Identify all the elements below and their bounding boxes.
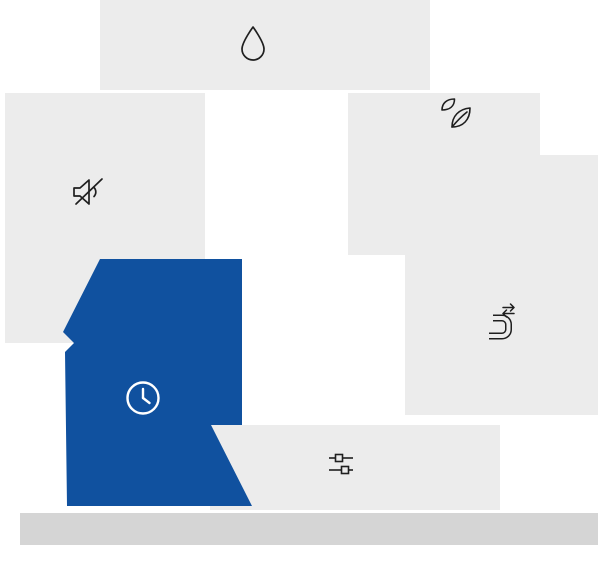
mute-speaker-icon xyxy=(69,173,107,211)
highlight-polygon xyxy=(63,259,252,506)
clock-icon xyxy=(126,381,160,415)
bottom-bar xyxy=(20,513,598,545)
hose-swap-icon xyxy=(481,303,519,341)
tile-delay-highlighted[interactable] xyxy=(58,255,258,515)
tile-water[interactable] xyxy=(100,0,430,90)
water-drop-icon xyxy=(237,25,269,63)
eco-leaves-icon xyxy=(438,96,474,132)
settings-sliders-icon xyxy=(325,449,357,479)
tile-hose[interactable] xyxy=(405,155,598,415)
tile-settings[interactable] xyxy=(210,425,500,510)
